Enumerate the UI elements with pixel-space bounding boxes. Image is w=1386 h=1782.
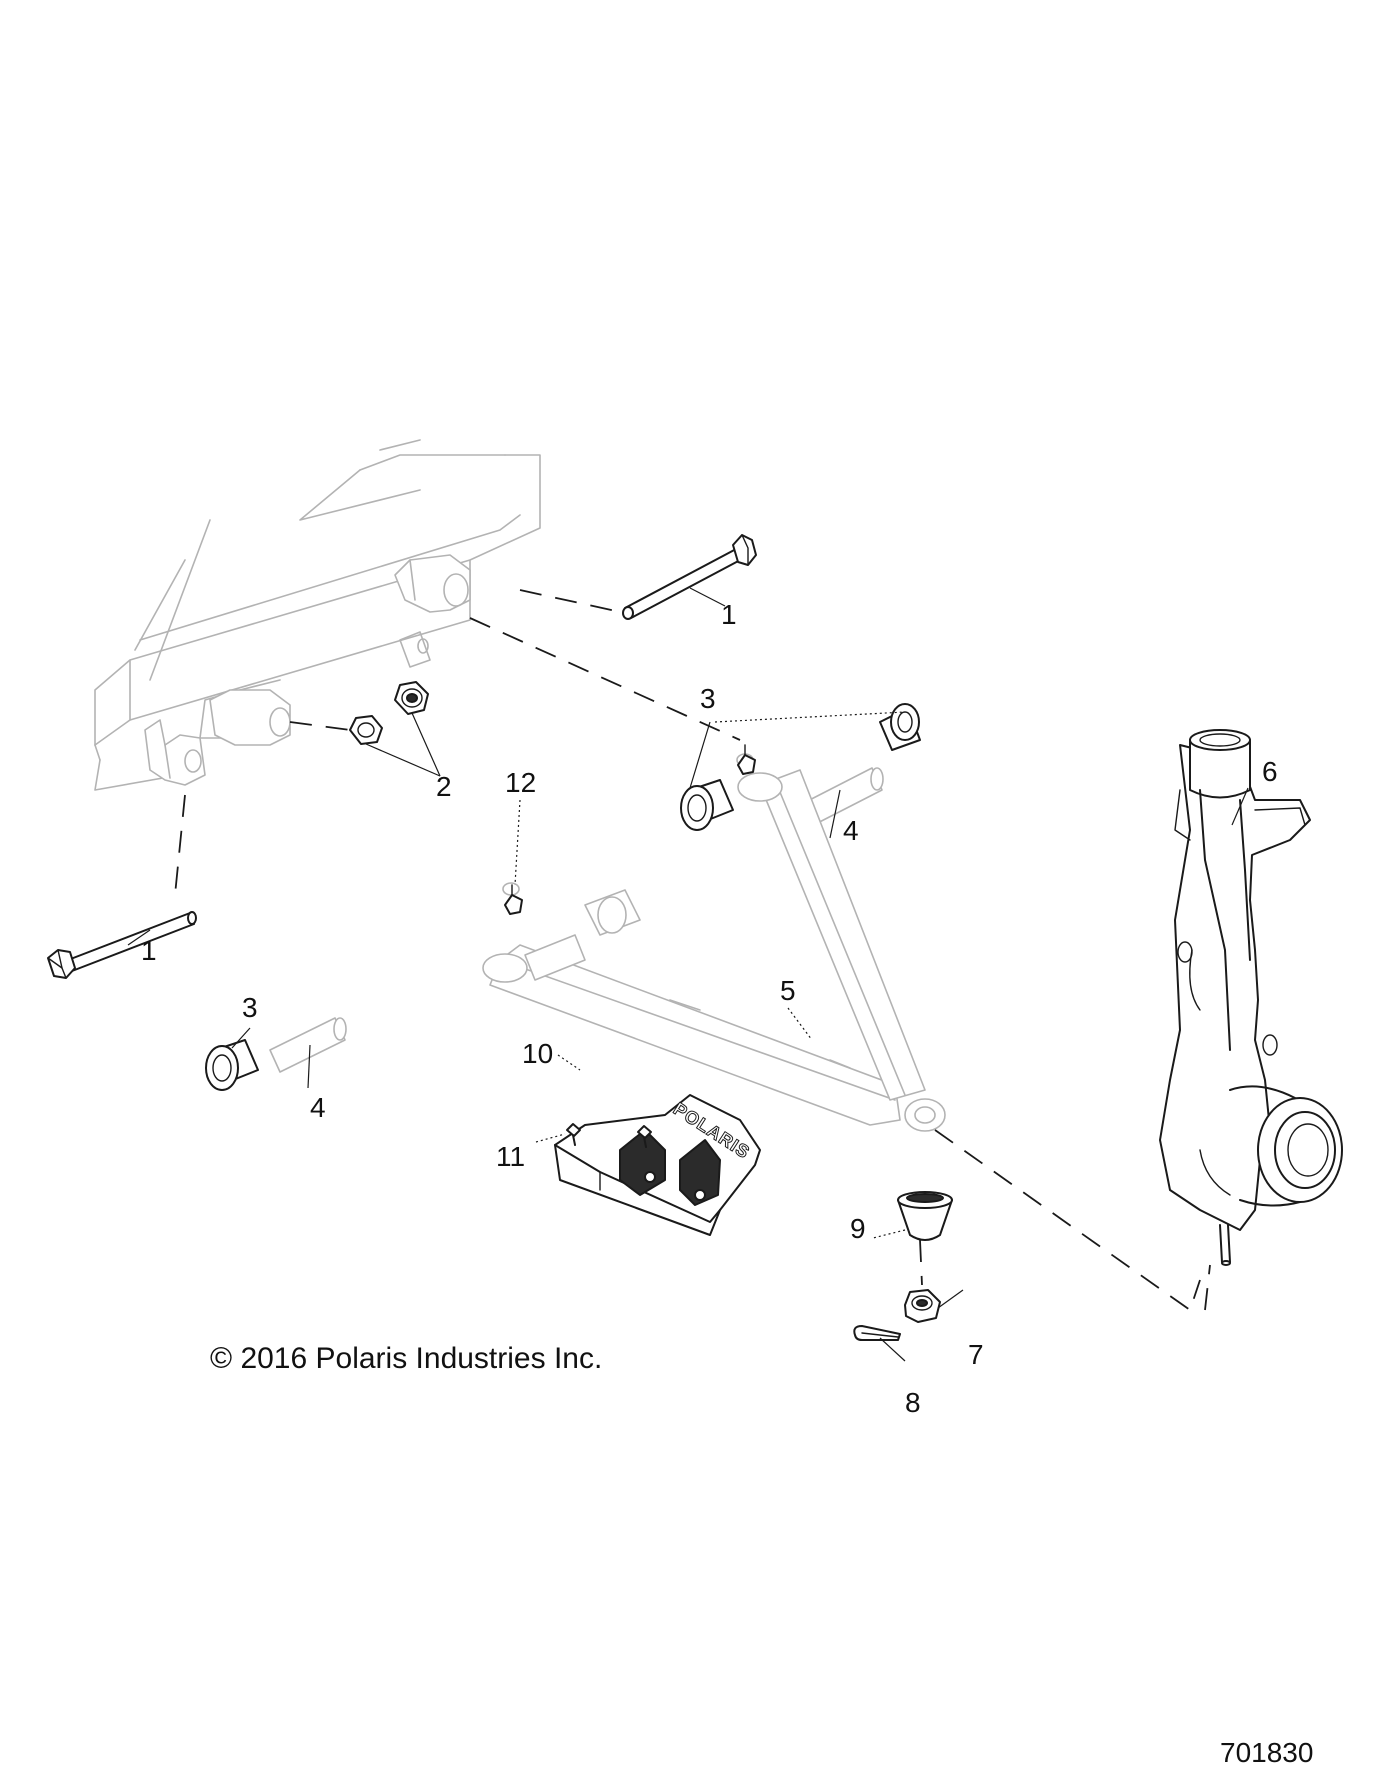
screws (566, 1123, 652, 1148)
callout-9: 9 (850, 1213, 866, 1244)
bushing-right (879, 703, 921, 751)
bolt-lower (47, 911, 197, 979)
nuts (349, 681, 429, 745)
copyright-notice: © 2016 Polaris Industries Inc. (210, 1342, 602, 1375)
assembly-lines (174, 589, 1211, 1312)
callout-11: 11 (496, 1141, 525, 1172)
a-arm (482, 753, 946, 1132)
callout-4-upper: 4 (843, 815, 859, 846)
callout-6: 6 (1262, 756, 1278, 787)
steering-knuckle (1159, 729, 1343, 1266)
bushing-left (205, 1039, 259, 1091)
callout-1-lower: 1 (141, 935, 157, 966)
callouts: 1 1 2 3 3 4 4 5 6 7 8 9 10 11 12 (141, 599, 1278, 1418)
callout-1-upper: 1 (721, 599, 737, 630)
grease-fittings (504, 744, 756, 915)
callout-2: 2 (436, 771, 452, 802)
drawing-number: 701830 (1220, 1737, 1313, 1768)
callout-7: 7 (968, 1339, 984, 1370)
dust-boot (897, 1191, 953, 1241)
castle-nut (904, 1289, 941, 1323)
callout-4-lower: 4 (310, 1092, 326, 1123)
cotter-pin (853, 1325, 901, 1341)
bolt-upper (622, 534, 757, 620)
callout-10: 10 (522, 1038, 553, 1069)
callout-5: 5 (780, 975, 796, 1006)
bushing-mid (680, 779, 734, 831)
callout-3-upper: 3 (700, 683, 716, 714)
callout-3-lower: 3 (242, 992, 258, 1023)
a-arm-guard: POLARIS (554, 1094, 761, 1236)
leader-lines (127, 587, 1249, 1362)
vehicle-frame (94, 439, 541, 791)
sleeve-left (269, 1017, 347, 1073)
callout-12: 12 (505, 767, 536, 798)
callout-8: 8 (905, 1387, 921, 1418)
